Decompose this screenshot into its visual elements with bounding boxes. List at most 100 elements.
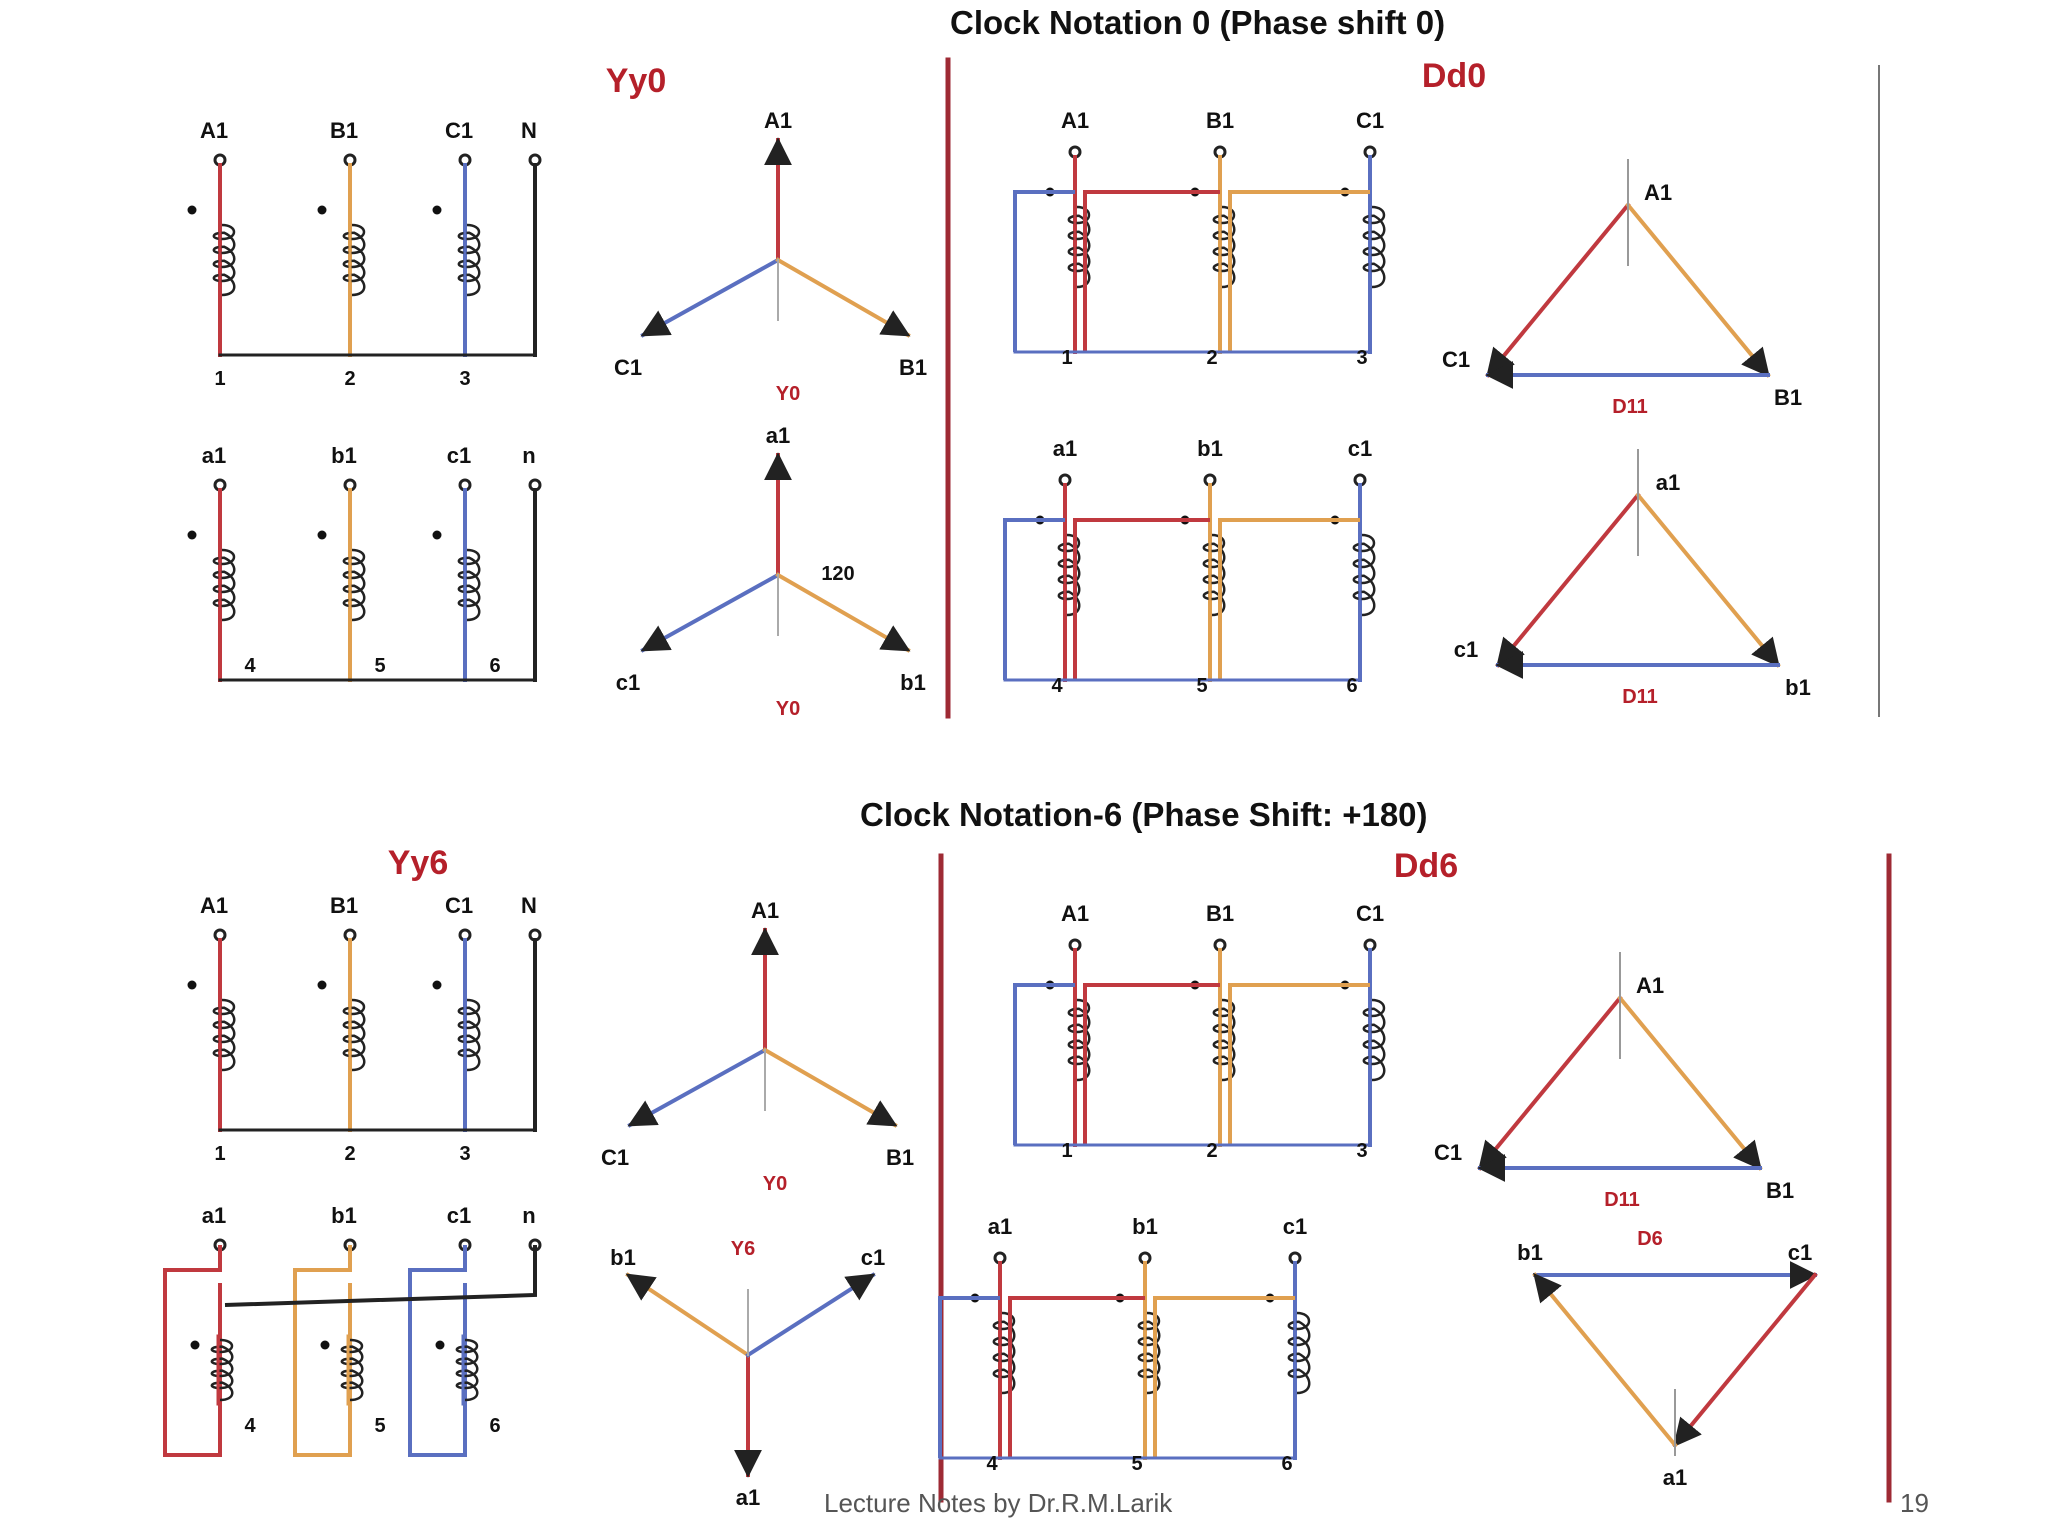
yy6-secondary-terminal-number-6: 6 <box>489 1415 500 1437</box>
yy0-primary-terminal-number-1: 1 <box>214 368 225 390</box>
yy6-primary-terminal-number-1: 1 <box>214 1143 225 1165</box>
dd0-secondary-coil-1 <box>1202 533 1226 617</box>
yy6-primary-polarity-dot-0 <box>187 980 197 990</box>
dd0-secondary-coil-2 <box>1352 533 1376 617</box>
yy0-primary-polarity-dot-0 <box>187 205 197 215</box>
yy0-primary-terminal-label-N: N <box>521 118 537 143</box>
dd6-secondary-coil-1 <box>1137 1311 1161 1395</box>
dd0-phasor-primary-phasor-label-B1: B1 <box>1774 385 1802 410</box>
dd6-secondary-terminal-number-4: 4 <box>986 1453 998 1475</box>
dd6-secondary-delta-link-1 <box>1008 1296 1145 1458</box>
dd6-primary-delta-link-1 <box>1083 983 1220 1145</box>
yy0-secondary-terminal-label-a1: a1 <box>202 443 226 468</box>
yy0-primary-coil-0 <box>212 223 236 297</box>
dd6-phasor-secondary-phasor-label-c1: c1 <box>1788 1240 1812 1265</box>
dd0-primary-terminal-number-1: 1 <box>1061 347 1072 369</box>
yy6-secondary-winding-loop-1 <box>293 1245 352 1457</box>
dd0-secondary-terminal-number-6: 6 <box>1346 675 1357 697</box>
yy6-primary-coil-1 <box>342 998 366 1072</box>
dd0-phasor-secondary-phasor-label-b1: b1 <box>1785 675 1811 700</box>
dd6-secondary-terminal-number-6: 6 <box>1281 1453 1292 1475</box>
dd6-phasor-secondary-phasor-ab <box>1532 1272 1678 1448</box>
dd0-secondary-terminal-label-a1: a1 <box>1053 436 1077 461</box>
yy6-phasor-secondary-phasor-label-a1: a1 <box>736 1485 760 1510</box>
yy6-secondary-winding-loop-2 <box>408 1245 467 1457</box>
yy6-phasor-primary-phasor-label-C1: C1 <box>601 1145 629 1170</box>
yy6-primary-polarity-dot-1 <box>317 980 327 990</box>
dd0-phasor-primary-phasor-tag: D11 <box>1612 396 1648 418</box>
dd6-secondary-coil-2 <box>1287 1311 1311 1395</box>
yy0-secondary-terminal-label-c1: c1 <box>447 443 471 468</box>
dd6-secondary-coil-0 <box>992 1311 1016 1395</box>
dd0-secondary-terminal-number-4: 4 <box>1051 675 1063 697</box>
dd6-phasor-primary-phasor-ac <box>1477 995 1623 1171</box>
dd0-primary-terminal-label-A1: A1 <box>1061 108 1089 133</box>
dd0-phasor-secondary-phasor-label-a1: a1 <box>1656 470 1680 495</box>
dd0-secondary-terminal-number-5: 5 <box>1196 675 1207 697</box>
yy0-secondary-terminal-number-5: 5 <box>374 655 385 677</box>
yy0-secondary-terminal-label-n: n <box>522 443 535 468</box>
title-yy0: Yy0 <box>606 62 667 100</box>
yy0-primary-terminal-number-2: 2 <box>344 368 355 390</box>
yy0-secondary-coil-0 <box>212 548 236 622</box>
dd0-primary-terminal-number-3: 3 <box>1356 347 1367 369</box>
yy0-phasor-primary-phasor-tag: Y0 <box>776 383 800 405</box>
yy0-phasor-primary-phasor-c <box>640 257 781 338</box>
yy0-secondary-terminal-label-b1: b1 <box>331 443 357 468</box>
yy0-phasor-primary-phasor-b <box>775 257 911 338</box>
yy6-primary-coil-2 <box>457 998 481 1072</box>
yy6-secondary-terminal-label-n: n <box>522 1203 535 1228</box>
dd0-phasor-primary-phasor-ac <box>1485 202 1631 378</box>
dd6-secondary-terminal-label-a1: a1 <box>988 1214 1012 1239</box>
dd6-phasor-secondary-phasor-label-b1: b1 <box>1517 1240 1543 1265</box>
yy6-phasor-secondary-phasor-c <box>745 1272 876 1358</box>
yy6-phasor-primary-phasor-tag: Y0 <box>763 1173 787 1195</box>
yy6-phasor-secondary-phasor-b <box>625 1272 751 1358</box>
dd6-primary-coil-1 <box>1212 998 1236 1082</box>
dd6-secondary-terminal-label-b1: b1 <box>1132 1214 1158 1239</box>
yy0-secondary-polarity-dot-1 <box>317 530 327 540</box>
yy0-phasor-secondary-phasor-label-c1: c1 <box>616 670 640 695</box>
yy0-primary-polarity-dot-1 <box>317 205 327 215</box>
yy0-phasor-secondary-phasor-b <box>775 572 911 653</box>
yy0-primary-polarity-dot-2 <box>432 205 442 215</box>
yy0-primary-terminal-label-A1: A1 <box>200 118 228 143</box>
dd6-secondary-terminal-label-c1: c1 <box>1283 1214 1307 1239</box>
yy0-secondary-coil-2 <box>457 548 481 622</box>
dd0-primary-coil-1 <box>1212 205 1236 289</box>
dd6-phasor-secondary-phasor-ca <box>1672 1272 1818 1448</box>
dd6-secondary-delta-link-0 <box>938 1296 1000 1458</box>
yy6-primary-terminal-label-A1: A1 <box>200 893 228 918</box>
dd0-primary-coil-0 <box>1067 205 1091 289</box>
dd6-phasor-primary-phasor-label-B1: B1 <box>1766 1178 1794 1203</box>
yy6-primary-terminal-number-3: 3 <box>459 1143 470 1165</box>
dd0-secondary-delta-link-1 <box>1073 518 1210 680</box>
yy6-secondary-coil-2 <box>455 1338 479 1402</box>
yy6-phasor-primary-phasor-label-B1: B1 <box>886 1145 914 1170</box>
yy0-phasor-secondary-phasor-c <box>640 572 781 653</box>
dd6-primary-coil-2 <box>1362 998 1386 1082</box>
yy6-secondary-terminal-label-b1: b1 <box>331 1203 357 1228</box>
dd6-phasor-primary-phasor-label-A1: A1 <box>1636 973 1664 998</box>
dd0-secondary-delta-link-0 <box>1003 518 1065 680</box>
dd0-primary-delta-link-2 <box>1228 190 1370 352</box>
dd6-primary-terminal-number-1: 1 <box>1061 1140 1072 1162</box>
dd6-primary-terminal-label-C1: C1 <box>1356 901 1384 926</box>
dd0-primary-delta-link-0 <box>1013 190 1075 352</box>
dd0-primary-terminal-label-B1: B1 <box>1206 108 1234 133</box>
yy6-secondary-coil-0 <box>210 1338 234 1402</box>
dd6-phasor-primary-phasor-ab <box>1617 995 1763 1171</box>
yy0-primary-terminal-label-B1: B1 <box>330 118 358 143</box>
dd6-primary-terminal-label-A1: A1 <box>1061 901 1089 926</box>
yy0-secondary-polarity-dot-0 <box>187 530 197 540</box>
yy6-secondary-polarity-dot-1 <box>320 1340 330 1350</box>
dd0-secondary-coil-0 <box>1057 533 1081 617</box>
yy0-phasor-primary-phasor-label-B1: B1 <box>899 355 927 380</box>
dd0-primary-delta-link-1 <box>1083 190 1220 352</box>
yy6-secondary-polarity-dot-2 <box>435 1340 445 1350</box>
dd0-primary-terminal-label-C1: C1 <box>1356 108 1384 133</box>
dd0-secondary-terminal-label-b1: b1 <box>1197 436 1223 461</box>
dd6-primary-delta-link-2 <box>1228 983 1370 1145</box>
